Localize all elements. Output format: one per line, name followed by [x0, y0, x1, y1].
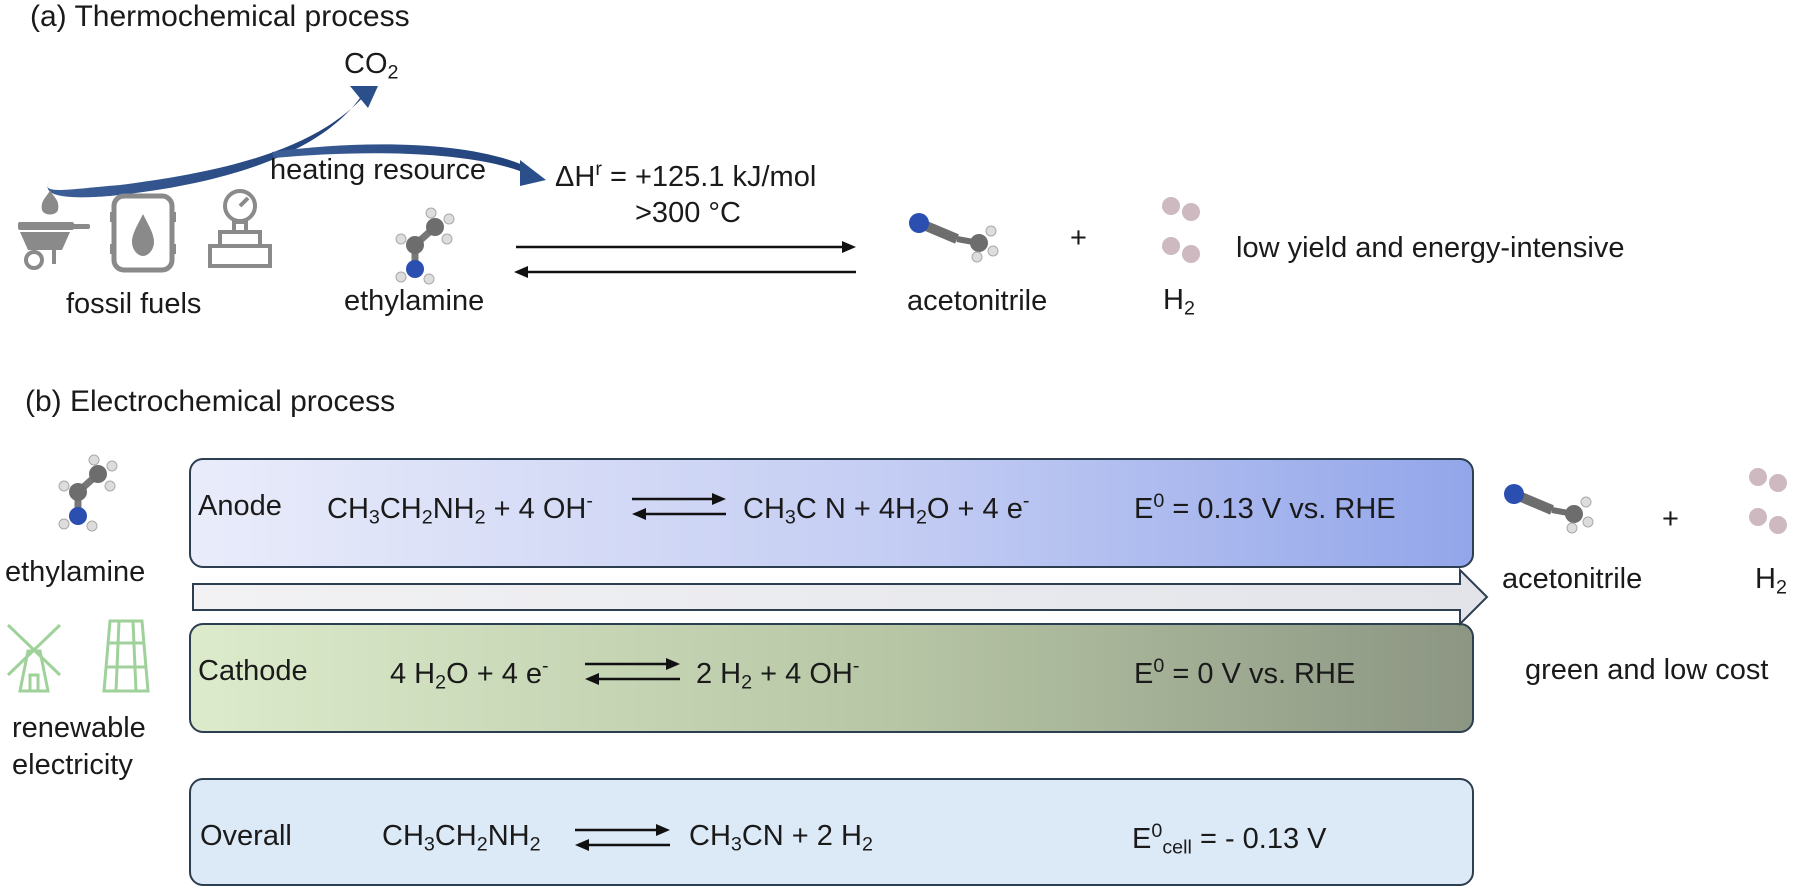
panel-b-title: (b) Electrochemical process — [25, 385, 396, 418]
overall-potential: E0cell = - 0.13 V — [1132, 820, 1327, 859]
hydrogen-molecules-icon-b — [1749, 468, 1787, 534]
cathode-lhs: 4 H2O + 4 e- — [390, 655, 549, 694]
renewable-icons — [6, 619, 150, 693]
overall-rhs: CH3CN + 2 H2 — [689, 820, 873, 856]
ethylamine-molecule-icon — [395, 207, 455, 285]
cathode-box — [189, 623, 1474, 733]
anode-potential: E0 = 0.13 V vs. RHE — [1134, 490, 1396, 525]
co2-label: CO2 — [344, 48, 399, 84]
ethylamine-molecule-icon-b — [58, 454, 118, 532]
cathode-label: Cathode — [198, 655, 308, 687]
h2-label-b: H2 — [1755, 563, 1787, 599]
fossil-fuel-icons — [18, 189, 272, 273]
fossil-fuels-label: fossil fuels — [66, 288, 202, 320]
acetonitrile-molecule-icon — [909, 213, 999, 263]
h2-label-a: H2 — [1163, 284, 1195, 320]
gas-meter-icon — [208, 189, 272, 268]
renewable-label-line1: renewable — [12, 712, 146, 744]
panel-a-title: (a) Thermochemical process — [30, 0, 410, 33]
overall-box — [189, 778, 1474, 886]
anode-label: Anode — [198, 490, 282, 522]
renewable-label-line2: electricity — [12, 749, 133, 781]
acetonitrile-label-a: acetonitrile — [907, 285, 1048, 317]
acetonitrile-molecule-icon-b — [1504, 484, 1594, 534]
plus-sign-b: + — [1662, 503, 1679, 535]
electro-note: green and low cost — [1525, 654, 1769, 686]
hydrogen-molecules-icon — [1162, 197, 1200, 263]
co2-emission-arrow — [47, 88, 372, 198]
solar-panel-icon — [102, 619, 150, 693]
ethylamine-label-a: ethylamine — [344, 285, 485, 317]
cathode-potential: E0 = 0 V vs. RHE — [1134, 655, 1356, 690]
anode-lhs: CH3CH2NH2 + 4 OH- — [327, 490, 593, 529]
windmill-icon — [6, 623, 62, 693]
plus-sign-a: + — [1070, 222, 1087, 254]
heating-arrow — [272, 144, 534, 174]
delta-h-label: ΔHr = +125.1 kJ/mol — [555, 158, 817, 193]
heating-resource-label: heating resource — [270, 154, 487, 186]
overall-lhs: CH3CH2NH2 — [382, 820, 541, 856]
overall-label: Overall — [200, 820, 292, 852]
acetonitrile-label-b: acetonitrile — [1502, 563, 1643, 595]
ethylamine-label-b: ethylamine — [5, 556, 146, 588]
cathode-rhs: 2 H2 + 4 OH- — [696, 655, 860, 694]
oil-tank-icon — [110, 193, 176, 273]
temperature-label: >300 °C — [635, 197, 741, 229]
anode-rhs: CH3C N + 4H2O + 4 e- — [743, 490, 1030, 529]
anode-box — [189, 458, 1474, 568]
wheelbarrow-fire-icon — [18, 190, 90, 270]
thermo-note: low yield and energy-intensive — [1236, 232, 1625, 264]
